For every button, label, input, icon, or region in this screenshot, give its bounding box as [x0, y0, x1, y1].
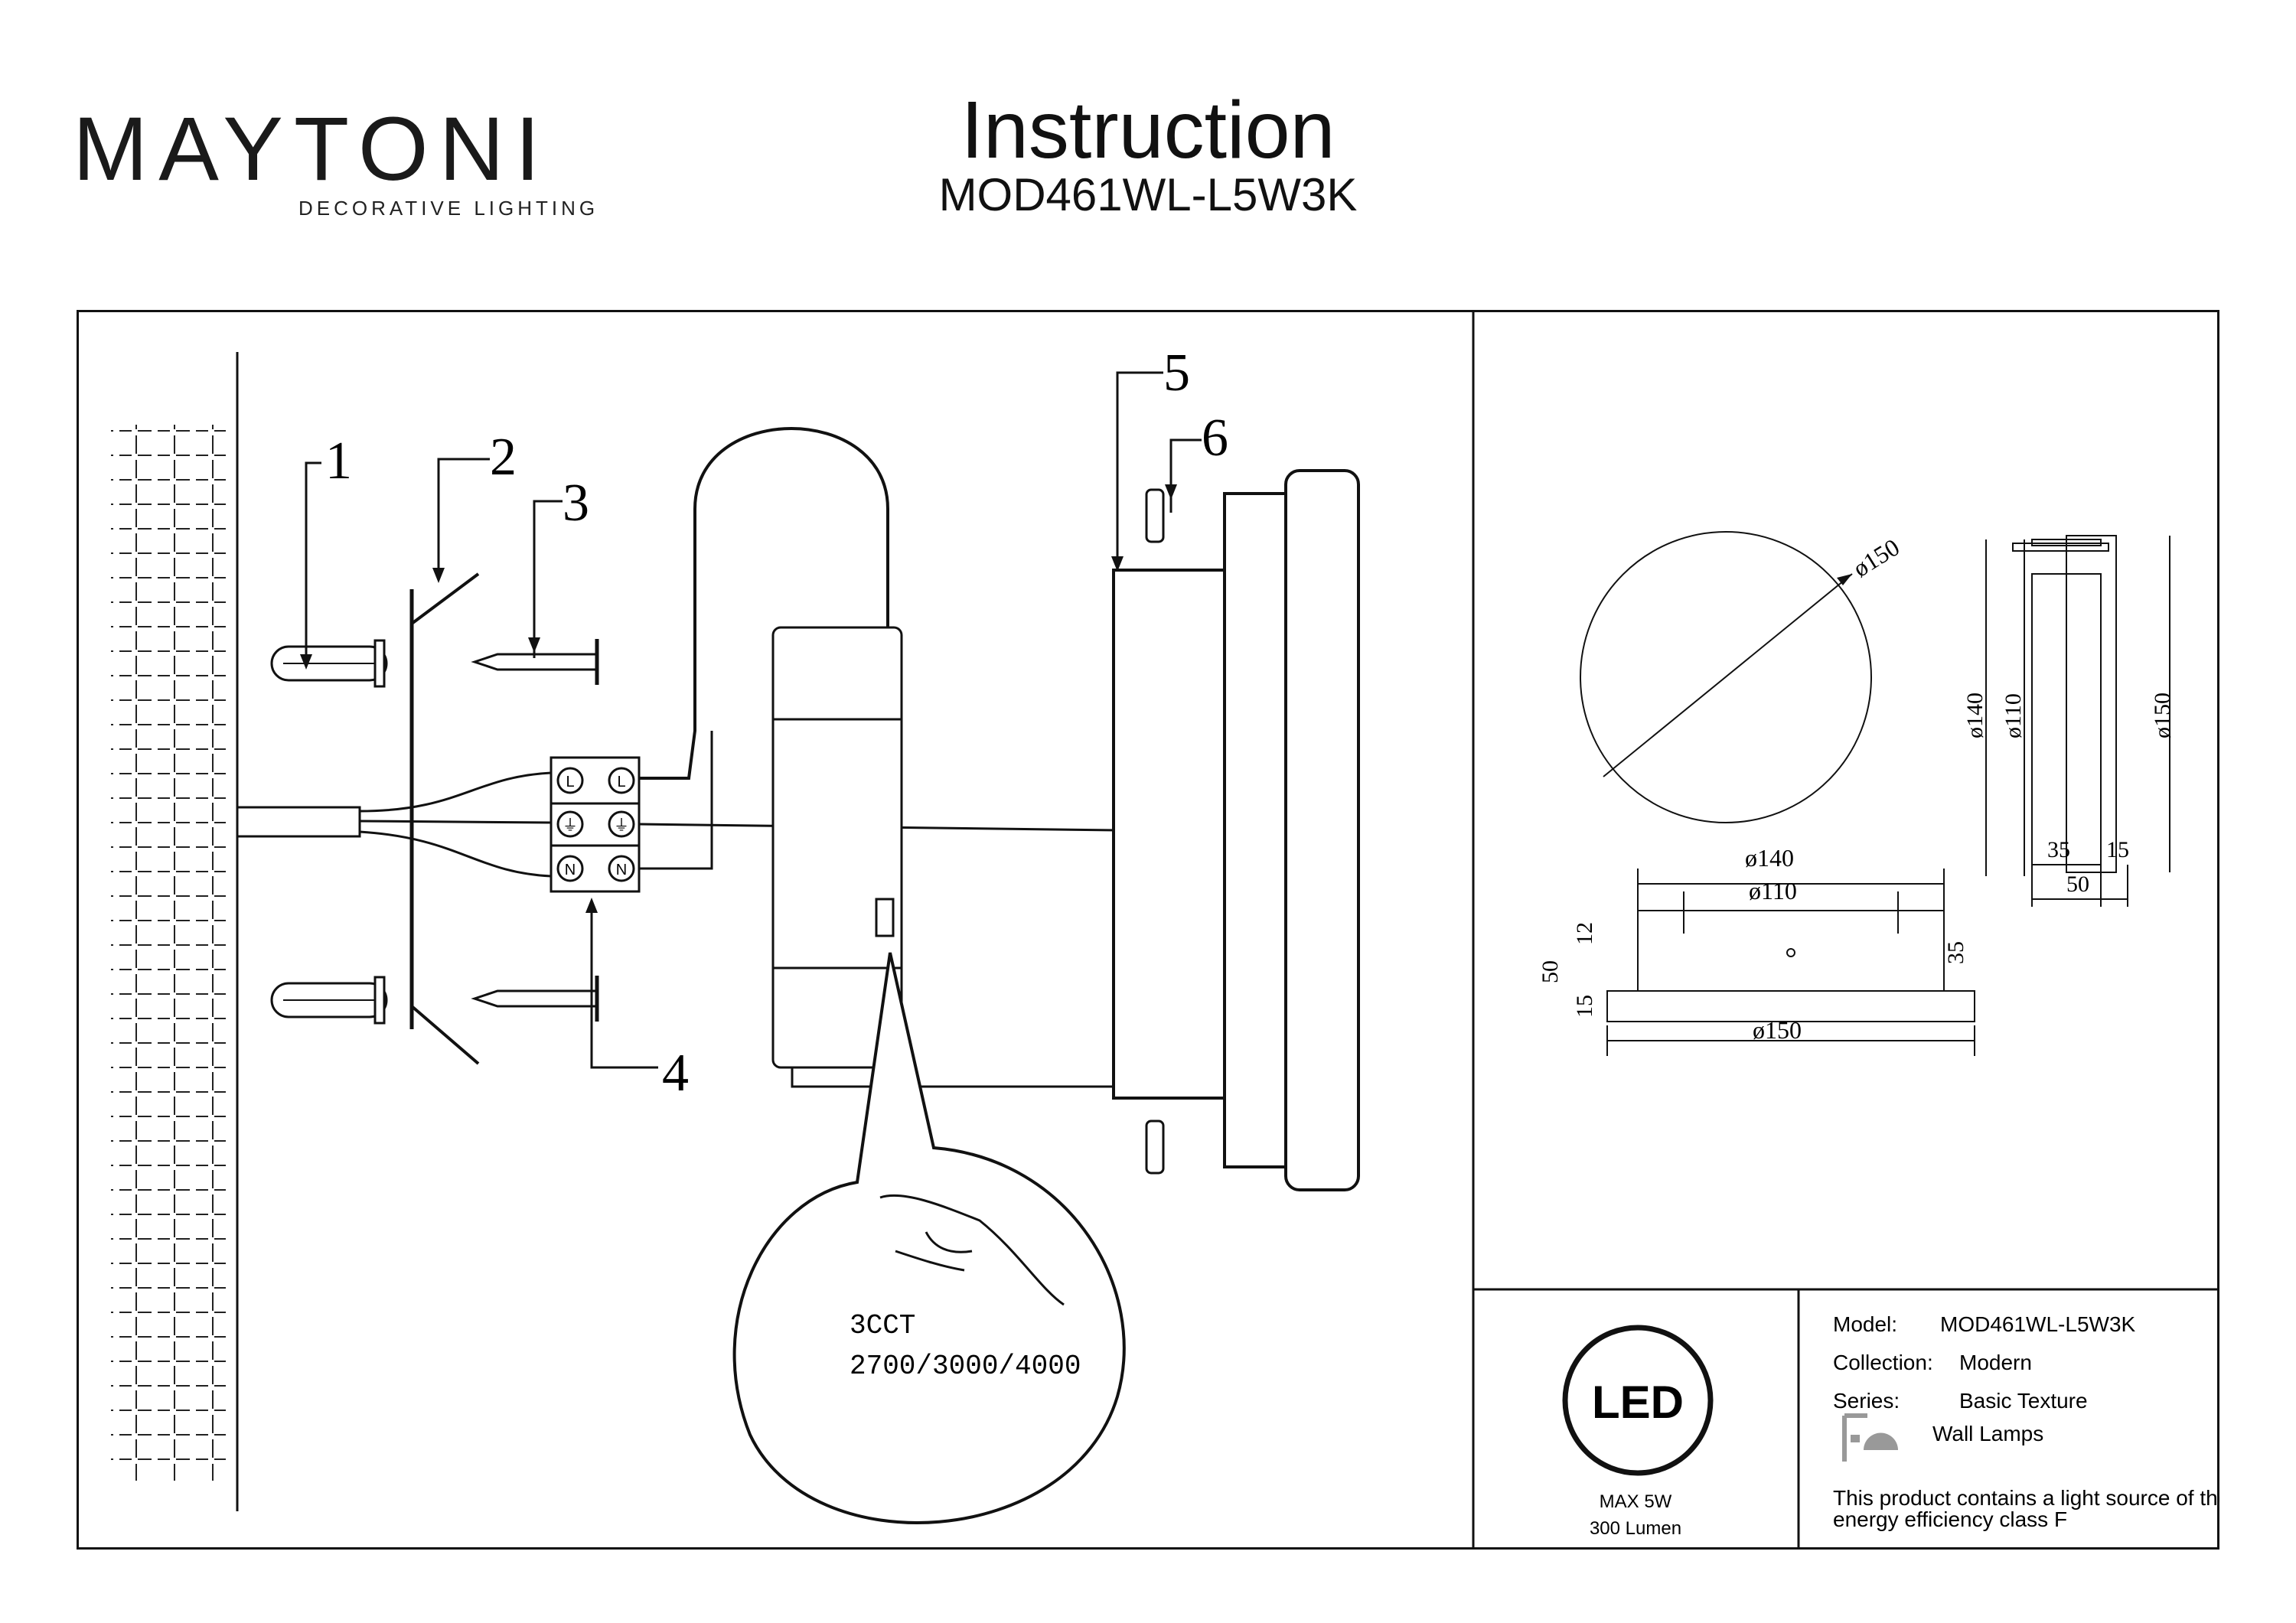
top-view-drawing — [1606, 869, 1975, 1056]
led-badge-text: LED — [1592, 1377, 1684, 1428]
brand-name: MAYTONI — [73, 99, 551, 200]
terminal-label-ground: ⏚ — [563, 817, 578, 834]
front-diameter-label: ø150 — [1848, 533, 1904, 582]
screw-top — [471, 639, 599, 685]
energy-note-line-1: This product contains a light source of … — [1833, 1486, 2219, 1510]
side-d150-label: ø150 — [2150, 693, 2175, 738]
lamp-body — [1112, 469, 1360, 1191]
cct-switch[interactable] — [875, 898, 895, 937]
side-width-dims — [2031, 865, 2128, 907]
top-d110-label: ø110 — [1749, 877, 1797, 904]
cct-zoom-bubble — [732, 952, 1126, 1524]
wall-brick-pattern — [111, 352, 239, 1511]
info-model-value: MOD461WL-L5W3K — [1940, 1312, 2136, 1336]
spec-lumen: 300 Lumen — [1590, 1518, 1681, 1539]
terminal-label-l: L — [566, 774, 574, 790]
page-title: Instruction — [960, 85, 1336, 175]
top-15-label: 15 — [1572, 995, 1597, 1018]
top-d140-label: ø140 — [1745, 844, 1794, 872]
info-series-value: Basic Texture — [1959, 1389, 2088, 1413]
drawing-frame — [77, 310, 2219, 1550]
side-view-drawing — [1985, 535, 2170, 876]
fixing-screw-bottom — [1145, 1119, 1165, 1175]
installation-diagram: L L ⏚ ⏚ N N — [111, 344, 1360, 1524]
energy-note-line-2: energy efficiency class F — [1833, 1507, 2067, 1531]
model-code: MOD461WL-L5W3K — [938, 169, 1358, 220]
side-d110-label: ø110 — [2001, 693, 2026, 738]
top-12-label: 12 — [1572, 922, 1597, 945]
info-type-value: Wall Lamps — [1932, 1422, 2043, 1445]
terminal-block: L L ⏚ ⏚ N N — [550, 756, 641, 893]
terminal-label-n-right: N — [616, 862, 627, 878]
cct-label: 3CCT — [850, 1310, 915, 1341]
callout-leaders — [305, 371, 1202, 1069]
top-d150-label: ø150 — [1753, 1016, 1802, 1044]
callout-3: 3 — [563, 474, 589, 533]
info-collection-label: Collection: — [1833, 1351, 1933, 1374]
side-d140-label: ø140 — [1962, 693, 1988, 738]
front-view-drawing — [1580, 531, 1872, 823]
callout-2: 2 — [490, 428, 517, 487]
callout-1: 1 — [325, 432, 352, 490]
callout-4: 4 — [662, 1044, 689, 1103]
terminal-label-ground-right: ⏚ — [614, 817, 629, 834]
dimensions-and-spec-panel: ø150 ø140 ø110 ø150 35 15 50 ø140 ø110 ø… — [1472, 310, 2219, 1550]
mounting-bracket — [409, 572, 480, 1065]
spec-power: MAX 5W — [1600, 1491, 1672, 1512]
fixing-screw-top — [1145, 488, 1165, 543]
terminal-label-n: N — [565, 862, 576, 878]
brand-logo: MAYTONI DECORATIVE LIGHTING — [73, 99, 595, 226]
cct-values: 2700/3000/4000 — [850, 1351, 1081, 1382]
callout-5: 5 — [1163, 344, 1190, 402]
callout-6: 6 — [1202, 409, 1228, 468]
side-35-label: 35 — [2047, 837, 2070, 862]
info-series-label: Series: — [1833, 1389, 1900, 1413]
brand-tagline: DECORATIVE LIGHTING — [298, 197, 599, 220]
led-badge-icon — [1562, 1325, 1714, 1476]
side-15-label: 15 — [2106, 837, 2129, 862]
led-driver — [771, 626, 903, 1069]
info-model-label: Model: — [1833, 1312, 1897, 1336]
wall-lamp-icon — [1842, 1413, 1898, 1462]
side-50-label: 50 — [2066, 872, 2089, 897]
screw-bottom — [471, 976, 599, 1022]
top-35-label: 35 — [1943, 941, 1968, 964]
info-collection-value: Modern — [1959, 1351, 2032, 1374]
top-50-label: 50 — [1538, 960, 1563, 983]
wall-dowel-bottom — [270, 976, 388, 1025]
callout-arrows — [300, 484, 1177, 913]
supply-cable — [236, 771, 552, 878]
terminal-label-l-right: L — [617, 774, 625, 790]
